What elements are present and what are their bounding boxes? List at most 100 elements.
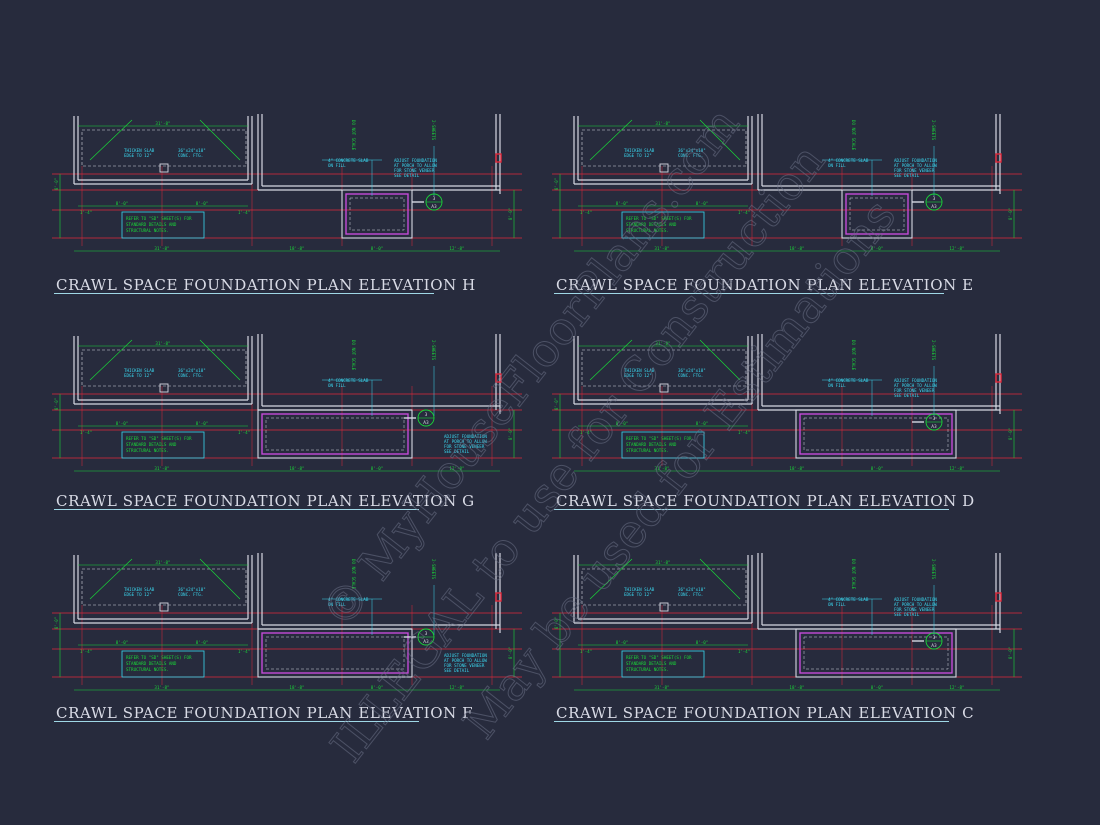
slab-note-line: 4" CONCRETE SLAB <box>328 597 369 602</box>
plan-drawing: 31'-8"8'-0"8'-0"1'-4"1'-4"31'-8"18'-8"8'… <box>52 334 522 472</box>
section-tag[interactable]: 3A3 <box>404 628 435 646</box>
leader-line <box>589 339 633 381</box>
section-tag-number: 3 <box>433 196 436 202</box>
adjust-foundation-note-line: FOR STONE VENEER <box>444 663 485 668</box>
slab-note-line: 4" CONCRETE SLAB <box>328 158 369 163</box>
section-tag-sheet: A3 <box>931 204 937 210</box>
thicken-slab-note-line: EDGE TO 12" <box>124 373 152 378</box>
dimension-label: 1'-4" <box>738 649 750 654</box>
dimension-label: 31'-8" <box>655 121 670 126</box>
adjust-foundation-note-line: FOR STONE VENEER <box>894 607 935 612</box>
section-tag-number: 3 <box>425 412 428 418</box>
slab-edge <box>81 568 247 606</box>
leader-line <box>699 119 741 161</box>
refer-note-line: STRUCTURAL NOTES. <box>126 228 169 233</box>
crawl-pit <box>257 628 413 678</box>
dimension-label: 8'-0" <box>1008 647 1013 659</box>
thicken-slab-note-line: EDGE TO 12" <box>124 153 152 158</box>
refer-box-outline <box>121 431 205 459</box>
dimension-label: 18'-8" <box>289 685 304 690</box>
leader-line <box>699 558 741 600</box>
leader-line <box>199 558 241 600</box>
dimension-label: 31'-8" <box>655 341 670 346</box>
thicken-slab-note-line: THICKEN SLAB <box>624 587 655 592</box>
dimension-label: 1'-4" <box>580 649 592 654</box>
section-tag[interactable]: 3A3 <box>912 632 943 650</box>
slab-note-line: 4" CONCRETE SLAB <box>828 158 869 163</box>
slab-note-line: 4" CONCRETE SLAB <box>328 378 369 383</box>
thicken-slab-note-line: THICKEN SLAB <box>124 587 155 592</box>
dimension-label: 12'-8" <box>449 466 464 471</box>
adjust-foundation-note-line: AT PORCH TO ALLOW <box>894 163 937 168</box>
dimension-label: 8'-0" <box>696 421 709 426</box>
refer-note-line: STANDARD DETAILS AND <box>626 442 677 447</box>
slab-edge <box>581 568 747 606</box>
dimension-label: 1'-4" <box>238 210 250 215</box>
dimension-label: 18'-8" <box>789 466 804 471</box>
pier-footing <box>159 602 169 612</box>
section-tag-sheet: A3 <box>431 204 437 210</box>
section-tag[interactable]: 3A3 <box>404 409 435 427</box>
slab-note-line: 4" CONCRETE SLAB <box>828 378 869 383</box>
refer-box-outline <box>621 211 705 239</box>
leader-line <box>699 339 741 381</box>
footing-note-line: CONC. FTG. <box>178 373 203 378</box>
thicken-slab-note-line: THICKEN SLAB <box>124 148 155 153</box>
plan-geometry: 31'-8"8'-0"8'-0"1'-4"1'-4"31'-8"18'-8"8'… <box>552 553 1022 691</box>
footing-note-line: 36"x24"x10" <box>678 587 706 592</box>
section-tag-sheet: A3 <box>931 643 937 649</box>
crawl-pit-hatch <box>799 632 953 674</box>
section-tag-number: 3 <box>933 196 936 202</box>
plan-title-underline <box>554 721 949 722</box>
refer-note-line: STRUCTURAL NOTES. <box>626 228 669 233</box>
adjust-foundation-note-line: AT PORCH TO ALLOW <box>444 439 487 444</box>
dimension-label: 8'-0" <box>371 466 384 471</box>
crawl-pit-inner <box>265 636 405 670</box>
adjust-foundation-note-line: ADJUST FOUNDATION <box>444 653 487 658</box>
dimension-label: 12'-8" <box>449 246 464 251</box>
plan-drawing: 31'-8"8'-0"8'-0"1'-4"1'-4"31'-8"18'-8"8'… <box>552 114 1022 252</box>
slab-note-line: ON FILL <box>328 383 346 388</box>
vertical-label: DO NOT SCALE <box>851 340 856 371</box>
thicken-slab-note-line: EDGE TO 12" <box>624 592 652 597</box>
column-marker <box>995 153 1002 163</box>
slab-note-line: ON FILL <box>828 383 846 388</box>
section-tag[interactable]: 3A3 <box>912 193 943 211</box>
column-marker <box>995 373 1002 383</box>
pier-footing <box>159 383 169 393</box>
refer-note-line: REFER TO "SD" SHEET(S) FOR <box>626 655 692 660</box>
dimension-label: 31'-8" <box>655 560 670 565</box>
crawl-pit-inner <box>803 417 949 451</box>
adjust-foundation-note-line: FOR STONE VENEER <box>894 388 935 393</box>
dimension-label: 31'-8" <box>654 246 669 251</box>
section-tag-number: 3 <box>933 635 936 641</box>
crawl-pit-inner <box>265 417 405 451</box>
dimension-label: 31'-8" <box>155 560 170 565</box>
dimension-label: 31'-8" <box>654 466 669 471</box>
dimension-label: 8'-0" <box>871 246 884 251</box>
refer-note-line: STANDARD DETAILS AND <box>626 661 677 666</box>
adjust-foundation-note-line: ADJUST FOUNDATION <box>444 434 487 439</box>
vertical-label: DO NOT SCALE <box>351 559 356 590</box>
thicken-slab-note-line: EDGE TO 12" <box>124 592 152 597</box>
leader-line <box>589 558 633 600</box>
crawl-pit <box>257 409 413 459</box>
dimension-label: 8'-0" <box>54 178 59 190</box>
refer-note-line: REFER TO "SD" SHEET(S) FOR <box>626 216 692 221</box>
section-tag[interactable]: 3A3 <box>412 193 443 211</box>
column-marker <box>495 153 502 163</box>
pier-footing <box>659 602 669 612</box>
section-tag-sheet: A3 <box>423 639 429 645</box>
section-tag[interactable]: 3A3 <box>912 413 943 431</box>
vertical-label: DO NOT SCALE <box>351 120 356 151</box>
adjust-foundation-note-line: ADJUST FOUNDATION <box>894 158 937 163</box>
section-tag-sheet: A3 <box>423 420 429 426</box>
refer-note-line: REFER TO "SD" SHEET(S) FOR <box>626 436 692 441</box>
dimension-label: 1'-4" <box>738 210 750 215</box>
crawl-pit <box>841 189 913 239</box>
slab-note-line: ON FILL <box>828 602 846 607</box>
plan-geometry: 31'-8"8'-0"8'-0"1'-4"1'-4"31'-8"18'-8"8'… <box>52 114 522 252</box>
